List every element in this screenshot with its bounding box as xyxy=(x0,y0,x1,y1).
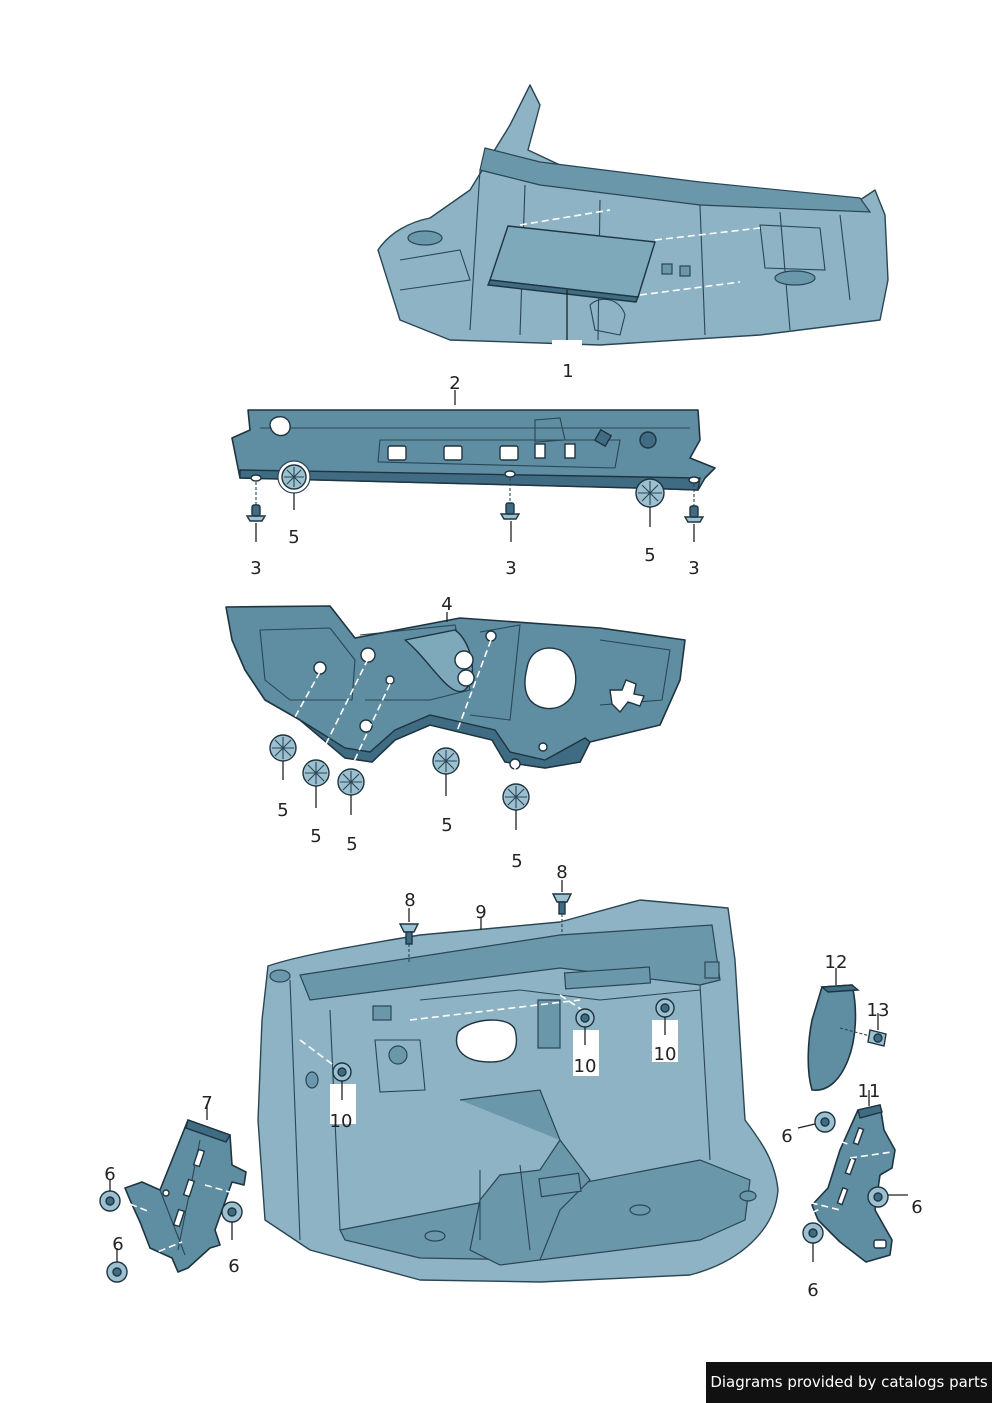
callout-3: 3 xyxy=(688,558,699,579)
callout-5: 5 xyxy=(441,815,452,836)
callout-2: 2 xyxy=(449,373,460,394)
nut-6 xyxy=(802,1222,824,1244)
callout-7: 7 xyxy=(201,1093,212,1114)
bracket-left xyxy=(117,1119,259,1273)
callout-6: 6 xyxy=(112,1234,123,1255)
callout-3: 3 xyxy=(505,558,516,579)
callout-10: 10 xyxy=(330,1111,353,1132)
clip-nut-5 xyxy=(635,478,665,508)
clip-nut-5 xyxy=(269,734,297,762)
nut-6 xyxy=(221,1201,243,1223)
callout-10: 10 xyxy=(574,1056,597,1077)
clip-8 xyxy=(551,893,573,935)
pad-12 xyxy=(807,984,860,1091)
clip-10 xyxy=(330,1062,356,1124)
callout-8: 8 xyxy=(404,890,415,911)
callout-5: 5 xyxy=(644,545,655,566)
callout-6: 6 xyxy=(104,1164,115,1185)
callout-6: 6 xyxy=(911,1197,922,1218)
screw-3 xyxy=(245,482,267,522)
upper-panel xyxy=(231,409,716,491)
clip-nut-5 xyxy=(502,783,530,811)
clip-nut-5 xyxy=(302,759,330,787)
credit-banner: Diagrams provided by catalogs parts xyxy=(706,1362,992,1403)
callout-5: 5 xyxy=(346,834,357,855)
nut-6 xyxy=(106,1261,128,1283)
callout-13: 13 xyxy=(867,1000,890,1021)
clip-nut-5 xyxy=(432,747,460,775)
callout-5: 5 xyxy=(288,527,299,548)
callout-9: 9 xyxy=(475,902,486,923)
bracket-right-11 xyxy=(791,1104,896,1263)
callout-10: 10 xyxy=(654,1044,677,1065)
callout-5: 5 xyxy=(277,800,288,821)
clip-nut-5 xyxy=(337,768,365,796)
callout-1: 1 xyxy=(562,361,573,382)
callout-4: 4 xyxy=(441,594,452,615)
callout-8: 8 xyxy=(556,862,567,883)
screw-13 xyxy=(839,1027,887,1047)
clip-nut-5 xyxy=(277,460,311,494)
callout-5: 5 xyxy=(310,826,321,847)
callout-6: 6 xyxy=(807,1280,818,1301)
nut-6 xyxy=(814,1111,836,1133)
front-body-assembly xyxy=(257,899,779,1283)
callout-5: 5 xyxy=(511,851,522,872)
nut-6 xyxy=(867,1186,889,1208)
nut-6 xyxy=(99,1190,121,1212)
screw-3 xyxy=(683,484,705,523)
callout-11: 11 xyxy=(858,1081,881,1102)
clip-8 xyxy=(398,923,420,962)
callout-6: 6 xyxy=(781,1126,792,1147)
callout-3: 3 xyxy=(250,558,261,579)
upper-body-assembly xyxy=(377,84,889,352)
bulkhead-insulation xyxy=(225,605,686,780)
callout-12: 12 xyxy=(825,952,848,973)
callout-6: 6 xyxy=(228,1256,239,1277)
screw-3 xyxy=(499,478,521,520)
